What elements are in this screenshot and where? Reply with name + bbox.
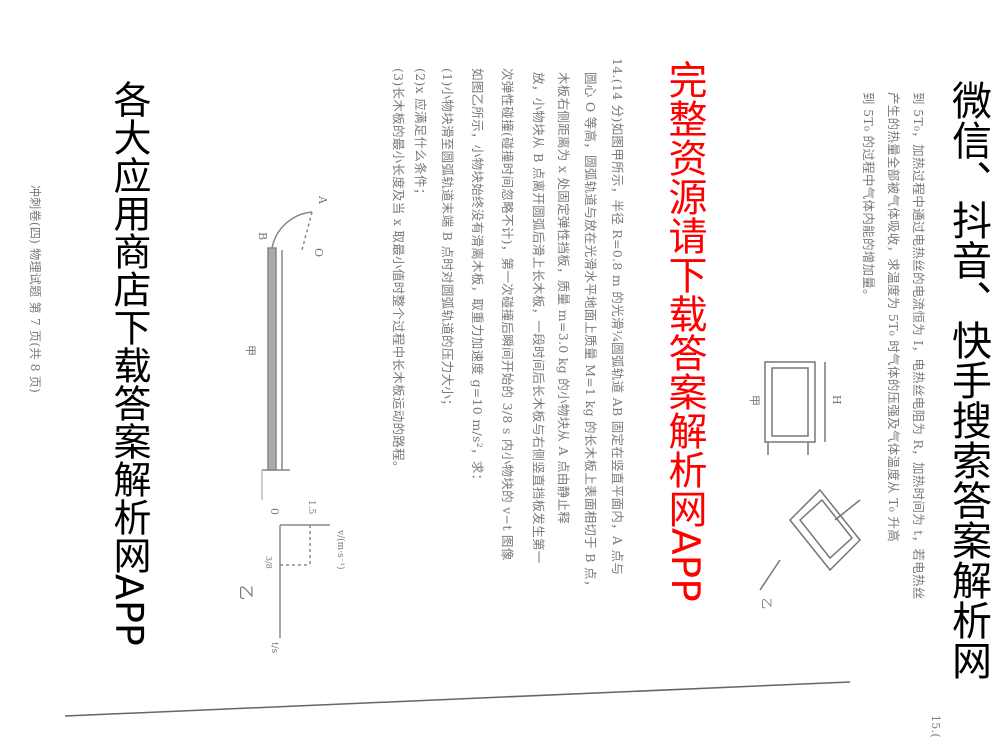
question-line-5: 次弹性碰撞(碰撞时间忽略不计)，第一次碰撞后瞬间开始的 3/8 s 内小物块的 … [500, 68, 515, 561]
question-line-1: 14.(14 分)如图甲所示，半径 R=0.8 m 的光滑¼圆弧轨道 AB 固定… [610, 58, 625, 576]
figure-jia-point-b: B [256, 232, 269, 241]
figure-yi-y-axis-label: v/(m·s⁻¹) [335, 530, 345, 570]
prev-question-line-1: 到 5T₀，加热过程中通过电热丝的电流恒为 I，电热丝电阻为 R，加热时间为 t… [911, 92, 926, 600]
figure-yi-tick-v: 1.5 [306, 500, 316, 515]
figure-yi-origin: 0 [268, 508, 281, 515]
watermark-top-left: 各大应用商店下载答案解析网APP [107, 80, 151, 646]
right-figure-label-yi: 乙 [760, 598, 773, 609]
watermark-bottom-right: 微信、抖音、快手搜索答案解析网 [945, 80, 991, 680]
watermark-center-red: 完整资源请下载答案解析网APP [662, 60, 707, 602]
question-line-6: 如图乙所示，小物块始终没有滑离木板，取重力加速度 g=10 m/s²，求： [470, 68, 485, 487]
figure-jia-diagram [261, 211, 313, 500]
figure-jia-point-a: A [316, 196, 329, 204]
question-line-8: (2)x 应满足什么条件； [413, 68, 428, 201]
right-figure-diagram [759, 361, 862, 591]
question-line-3: 木板右侧距离为 x 处固定弹性挡板，质量 m=3.0 kg 的小物块从 A 点由… [556, 72, 571, 525]
prev-question-line-3: 到 5T₀ 的过程中气体内能的增加量。 [861, 92, 876, 302]
right-figure-label-jia: 甲 [748, 395, 761, 406]
next-page-fragment: 15.( [929, 715, 942, 738]
right-figure-label-h: H [830, 395, 843, 405]
question-line-7: (1)小物块滑至圆弧轨道末端 B 点时对圆弧轨道的压力大小； [440, 68, 455, 412]
figure-yi-x-axis-label: t/s [269, 642, 279, 654]
figure-jia-point-o: O [312, 248, 325, 258]
page-edge-line [64, 681, 851, 717]
figure-jia-label: 甲 [244, 345, 257, 356]
figure-yi-graph [279, 524, 330, 638]
figure-yi-tick-t: 3/8 [264, 556, 273, 569]
question-line-2: 圆心 O 等高，圆弧轨道与放在光滑水平地面上质量 M=1 kg 的长木板上表面相… [583, 72, 598, 593]
question-line-9: (3)长木板的最小长度及当 x 取最小值时整个过程中长木板运动的路程。 [391, 68, 406, 474]
prev-question-line-2: 产生的热量全部被气体吸收，求温度为 5T₀ 时气体的压强及气体温度从 T₀ 升高 [886, 92, 901, 543]
question-line-4: 放，小物块从 B 点离开圆弧后滑上长木板，一段时间后长木板与右侧竖直挡板发生第一 [531, 72, 546, 564]
page-footer: 冲刺卷(四) 物理试题 第 7 页(共 8 页) [28, 185, 42, 394]
figure-yi-label: 乙 [237, 585, 255, 601]
